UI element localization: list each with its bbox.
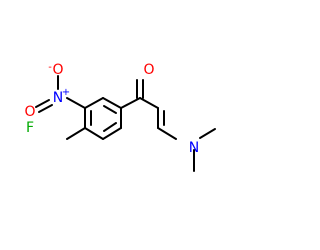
ring-bond-5 xyxy=(84,127,104,140)
carbonyl-alkene-bond xyxy=(139,97,159,109)
molecule-canvas: O N + O - O F N xyxy=(24,62,216,172)
ring-nitro-bond xyxy=(66,97,86,109)
ring-bond-1 xyxy=(84,97,104,109)
amine-methyl-upper xyxy=(199,128,216,139)
nitro-oxygen-top-charge: - xyxy=(48,62,52,73)
ring-bond-2 xyxy=(102,97,122,109)
alkene-amine-bond xyxy=(157,127,177,140)
nitro-oxygen-side-label: O xyxy=(24,104,35,120)
ring-bond-4 xyxy=(102,127,122,140)
carbonyl-oxygen-label: O xyxy=(143,62,154,78)
nitro-o2-bond-a xyxy=(35,99,50,108)
nitro-o2-bond-b xyxy=(38,104,53,113)
nitro-nitrogen-charge: + xyxy=(62,87,70,98)
nitro-nitrogen-label: N xyxy=(53,90,63,106)
amine-nitrogen-label: N xyxy=(189,140,199,156)
nitro-oxygen-top-label: O xyxy=(52,62,63,78)
fluorine-label: F xyxy=(26,120,34,136)
ring-fluorine-bond xyxy=(66,127,86,140)
ring-carbonyl-bond xyxy=(120,97,141,109)
ring-bond-2b xyxy=(103,105,117,114)
ring-bond-4b xyxy=(103,122,117,132)
molecule-structure: O N + O - O F N xyxy=(24,62,216,172)
